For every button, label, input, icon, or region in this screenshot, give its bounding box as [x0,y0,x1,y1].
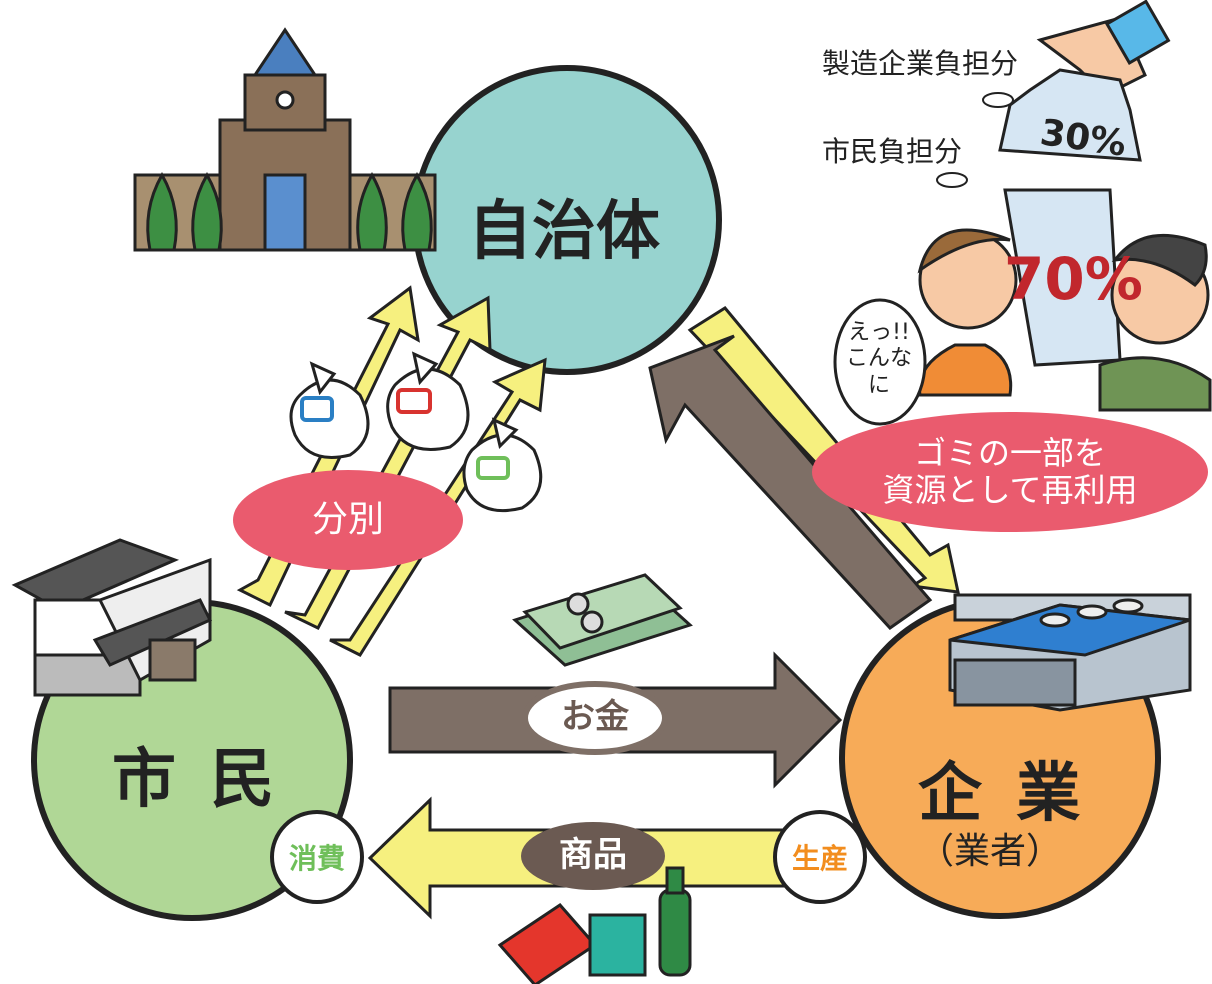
recycle-label-line1: ゴミの一部を [913,434,1106,473]
money-label: お金 [561,697,629,738]
goods-icon [497,866,692,984]
company-label: 企 業 [918,757,1087,831]
company-sublabel: （業者） [918,831,1063,872]
recycle-label: ゴミの一部を 資源として再利用 [812,420,1208,524]
city-hall-icon [133,27,437,252]
recycle-pill [812,412,1208,532]
goods-label: 商品 [559,835,627,876]
return-arrow [648,334,933,630]
garbage-bag-icon [289,361,370,459]
separation-pill [233,470,463,570]
recycle-arrow [687,306,960,594]
separation-label: 分別 [311,499,384,541]
goods-label-bg [521,822,665,890]
money-label-bg [522,681,668,755]
citizen-label: 市 民 [112,743,281,817]
garbage-bag-icon [462,417,543,513]
municipality-label: 自治体 [468,195,660,269]
house-icon [11,538,213,697]
factory-icon [948,593,1192,712]
garbage-bag-icon [386,351,470,451]
consumption-badge: 消費 [270,810,364,904]
production-badge: 生産 [773,810,867,904]
recycle-label-line2: 資源として再利用 [882,471,1138,509]
money-icon [512,573,693,667]
surprise-speech: えっ!! こんなに [846,320,913,398]
cost-share-illustration [833,0,1212,426]
citizen-share-value: 70% [1004,245,1143,313]
manufacturer-share-label: 製造企業負担分 [822,47,1019,80]
citizen-share-label: 市民負担分 [822,135,963,168]
